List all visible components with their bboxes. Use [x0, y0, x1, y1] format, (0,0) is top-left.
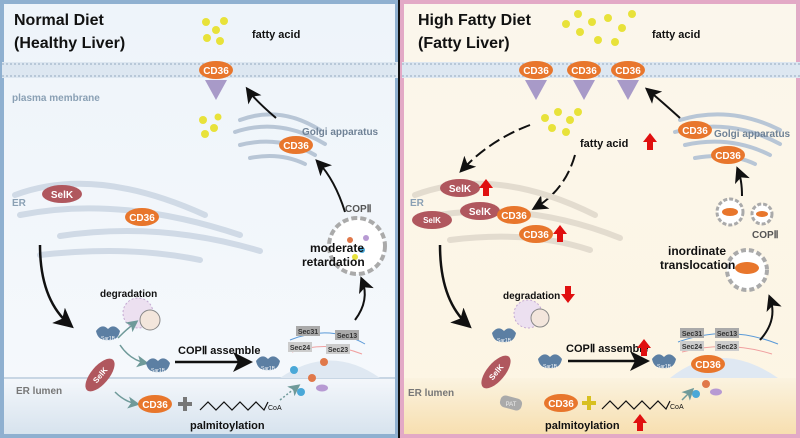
cd36-membrane: CD36: [203, 66, 229, 77]
sar1b-3: Sar1B: [261, 366, 276, 372]
cd36-membrane-group: CD36 CD36 CD36: [519, 61, 645, 100]
er-lumen-label: ER lumen: [16, 386, 62, 397]
palmitoylation-label: palmitoylation: [190, 420, 265, 432]
sar1b-1: Sar1B: [101, 336, 116, 342]
right-fatty-acid-label: fatty acid: [652, 29, 700, 41]
status-line1-right: inordinate: [668, 244, 726, 258]
cd36-golgi: CD36: [283, 141, 309, 152]
arrow-er-to-sar1b: [38, 244, 74, 329]
sec-proteins-right: Sec31 Sec13 Sec24 Sec23: [680, 328, 739, 351]
golgi-label: Golgi apparatus: [302, 127, 379, 138]
er-lumen-label-right: ER lumen: [408, 388, 454, 399]
pat-enzyme: [499, 395, 523, 411]
sar1b-2: Sar1B: [151, 368, 166, 374]
coa-label: CoA: [268, 405, 282, 412]
er-cisternae: [12, 180, 263, 263]
copii-assemble-label-right: COPⅡ assemble: [566, 343, 648, 355]
fatty-acid-dots: [202, 17, 228, 45]
cargo-particles: [290, 358, 328, 396]
fatty-acid-inner-label: fatty acid: [580, 138, 628, 150]
arrow-golgi-to-membrane: [245, 86, 277, 119]
plasma-membrane-label: plasma membrane: [12, 93, 100, 104]
copii-assemble-label: COPⅡ assemble: [178, 345, 260, 357]
arrow-fatty-acid-to-cd36: [531, 154, 576, 211]
sec24-label: Sec24: [290, 345, 310, 352]
coa-label-right: CoA: [670, 404, 684, 411]
cd36-golgi-2: CD36: [715, 151, 741, 162]
degradation-vesicle-right: [530, 308, 550, 328]
left-panel-normal-diet: Normal Diet (Healthy Liver) fatty acid p…: [0, 0, 401, 438]
plus-icon: [178, 397, 192, 411]
palmitoylation-label-right: palmitoylation: [545, 420, 620, 432]
sec13-label: Sec13: [337, 333, 357, 340]
left-title-line2: (Healthy Liver): [14, 35, 125, 52]
cd36-channel: [205, 80, 227, 100]
arrow-to-vesicle-right: [759, 294, 782, 341]
golgi-apparatus: [233, 112, 327, 166]
arrow-fatty-acid-to-selk: [459, 124, 531, 173]
status-line1: moderate: [310, 241, 364, 255]
pat-label: PAT: [506, 402, 517, 408]
palmitoyl-coa-chain: [199, 401, 269, 412]
arrow-golgi-to-membrane-right: [644, 87, 681, 119]
er-exit-site: [280, 360, 380, 378]
left-fatty-acid-label: fatty acid: [252, 29, 300, 41]
status-line2-right: translocation: [660, 258, 735, 272]
copii-label: COPⅡ: [345, 204, 372, 215]
selk-er-2: SelK: [469, 207, 492, 218]
cd36-membrane-3: CD36: [615, 66, 641, 77]
palmitoyl-coa-chain-right: [601, 400, 671, 411]
golgi-label-right: Golgi apparatus: [714, 129, 791, 140]
cd36-golgi-1: CD36: [682, 126, 708, 137]
arrow-vesicle-to-golgi-right: [735, 166, 750, 197]
right-title-line2: (Fatty Liver): [418, 35, 510, 52]
cd36-lumen: CD36: [142, 400, 168, 411]
arrow-to-vesicle: [354, 276, 374, 321]
selk-er: SelK: [51, 190, 74, 201]
degradation-label: degradation: [100, 289, 157, 300]
right-panel-high-fat-diet: High Fatty Diet (Fatty Liver) fatty acid…: [400, 0, 800, 438]
status-line2: retardation: [302, 255, 365, 269]
cd36-membrane-1: CD36: [523, 66, 549, 77]
cd36-exit-site: CD36: [695, 360, 721, 371]
selk-er-1: SelK: [449, 184, 472, 195]
sec13-right: Sec13: [717, 331, 737, 338]
sec31-label: Sec31: [298, 329, 318, 336]
cd36-membrane-2: CD36: [571, 66, 597, 77]
plus-icon-right: [582, 396, 596, 410]
sec23-right: Sec23: [717, 344, 737, 351]
sec31-right: Sec31: [682, 331, 702, 338]
right-title-line1: High Fatty Diet: [418, 12, 532, 29]
fatty-acid-dots-right: [562, 10, 636, 46]
degradation-label-right: degradation: [503, 291, 560, 302]
cd36-er: CD36: [129, 213, 155, 224]
internalized-fatty-acid: [199, 113, 222, 138]
sec24-right: Sec24: [682, 344, 702, 351]
left-title-line1: Normal Diet: [14, 12, 104, 29]
er-label: ER: [12, 198, 27, 209]
degradation-vesicle: [139, 309, 161, 331]
sec23-label: Sec23: [328, 347, 348, 354]
sec-proteins: Sec31 Sec13 Sec24 Sec23: [288, 326, 359, 354]
cd36-er-1: CD36: [501, 211, 527, 222]
sar1b-r3: Sar1B: [657, 364, 672, 370]
copii-vesicles-right: [715, 197, 774, 292]
copii-label-right: COPⅡ: [752, 230, 779, 241]
sar1b-r2: Sar1B: [543, 364, 558, 370]
cd36-lumen-right: CD36: [548, 399, 574, 410]
cd36-er-2: CD36: [523, 230, 549, 241]
arrow-vesicle-to-golgi: [315, 159, 346, 213]
internalized-fatty-acid-right: [541, 108, 582, 136]
arrow-er-to-sar1b-right: [438, 244, 472, 329]
selk-er-3: SelK: [423, 216, 441, 225]
copii-vesicle: [327, 216, 387, 276]
sar1b-r1: Sar1B: [497, 338, 512, 344]
er-lumen-region-right: [404, 378, 796, 434]
er-label-right: ER: [410, 198, 425, 209]
er-lumen-region: [4, 378, 395, 434]
